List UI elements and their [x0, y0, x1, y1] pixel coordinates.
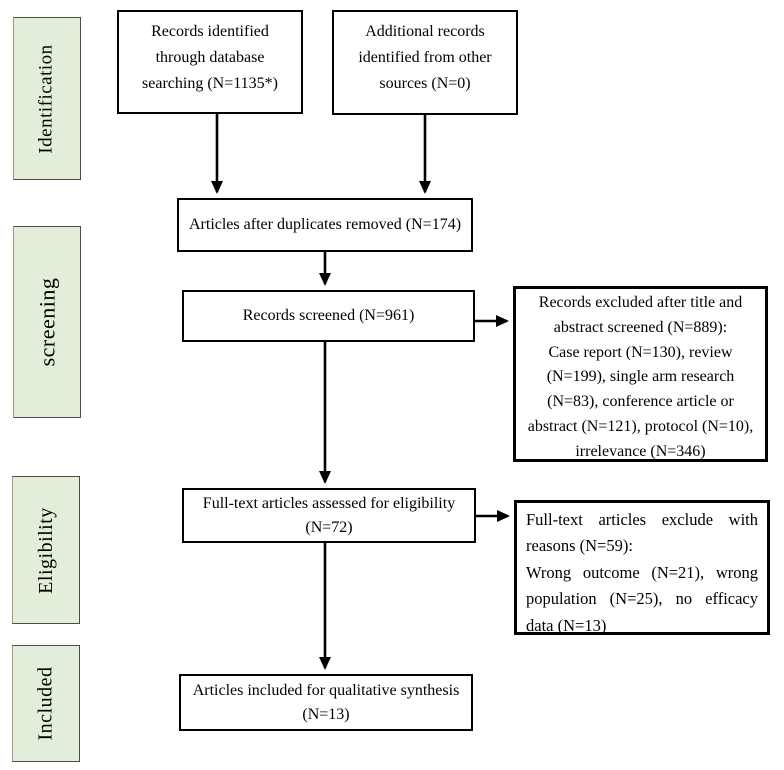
stage-label-text: Included — [34, 666, 57, 741]
excluded-detail: Wrong outcome (N=21), wrong population (… — [526, 562, 758, 635]
stage-label-text: Eligibility — [34, 506, 57, 594]
stage-label-text: Identification — [36, 43, 58, 154]
box-text: Articles after duplicates removed (N=174… — [188, 216, 462, 233]
box-fulltext-excluded-reasons: Full-text articles exclude with reasons … — [514, 500, 770, 635]
box-records-excluded-title-abstract: Records excluded after title and abstrac… — [513, 286, 768, 462]
box-text: Additional records identified from other… — [358, 23, 492, 92]
excluded-heading: Records excluded after title and abstrac… — [538, 294, 743, 336]
stage-label-screening: screening — [13, 226, 81, 418]
stage-label-eligibility: Eligibility — [12, 476, 80, 624]
box-text: Records identified through database sear… — [142, 23, 278, 92]
box-articles-after-duplicates-removed: Articles after duplicates removed (N=174… — [177, 198, 473, 252]
stage-label-text: screening — [34, 277, 60, 367]
box-records-screened: Records screened (N=961) — [182, 290, 475, 342]
box-text: Records screened (N=961) — [242, 307, 415, 324]
box-records-identified-other-sources: Additional records identified from other… — [332, 10, 518, 115]
stage-label-identification: Identification — [13, 17, 81, 180]
box-fulltext-assessed: Full-text articles assessed for eligibil… — [182, 488, 476, 543]
box-articles-included-qualitative: Articles included for qualitative synthe… — [179, 674, 473, 731]
box-records-identified-database: Records identified through database sear… — [117, 10, 303, 114]
box-text: Articles included for qualitative synthe… — [192, 681, 460, 723]
stage-label-included: Included — [12, 645, 80, 762]
excluded-detail: Case report (N=130), review (N=199), sin… — [527, 343, 754, 460]
box-text: Full-text articles assessed for eligibil… — [202, 494, 456, 536]
excluded-heading: Full-text articles exclude with reasons … — [526, 510, 758, 556]
